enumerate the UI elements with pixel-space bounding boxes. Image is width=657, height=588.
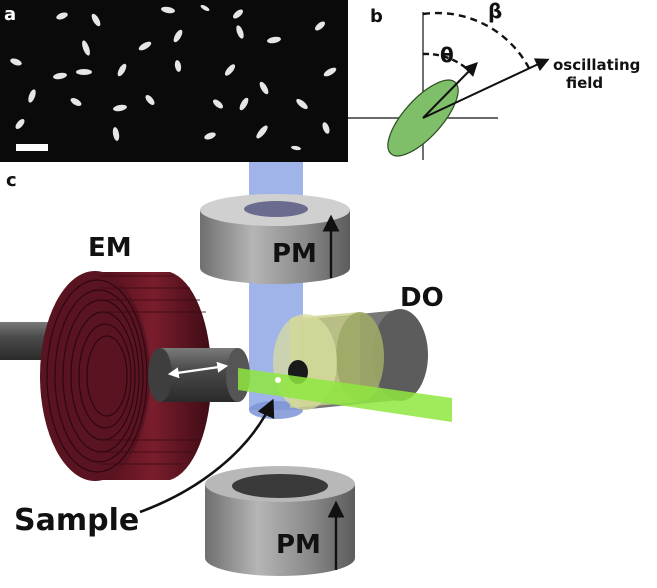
beta-label: β — [488, 0, 502, 23]
particle-axis-arrow — [422, 62, 478, 119]
scale-bar — [16, 144, 48, 151]
field-arrow — [422, 58, 550, 119]
pm-bottom-label: PM — [276, 530, 321, 560]
sample-label: Sample — [14, 503, 139, 538]
field-label-line2: field — [566, 74, 603, 92]
panel-letter-a: a — [4, 4, 16, 25]
panel-c: c PM — [0, 162, 452, 576]
panel-a: a — [0, 0, 348, 162]
laser-sheet — [238, 368, 452, 422]
panel-letter-b: b — [370, 6, 383, 27]
sample-point — [275, 377, 281, 383]
panel-letter-c: c — [6, 170, 17, 191]
electromagnet — [40, 271, 250, 481]
sample-pointer — [139, 398, 275, 514]
micrograph — [0, 0, 348, 162]
field-label-line1: oscillating — [553, 56, 640, 74]
permanent-magnet-bottom — [205, 466, 355, 576]
particles — [10, 4, 337, 151]
do-label: DO — [400, 283, 444, 313]
theta-label: θ — [440, 43, 454, 67]
beta-arc — [422, 11, 532, 71]
pm-top-label: PM — [272, 239, 317, 269]
oscillation-arrow — [167, 361, 229, 379]
permanent-magnet-top — [200, 194, 350, 284]
em-label: EM — [88, 233, 132, 263]
panel-b: b θ β oscillating field — [348, 0, 640, 160]
